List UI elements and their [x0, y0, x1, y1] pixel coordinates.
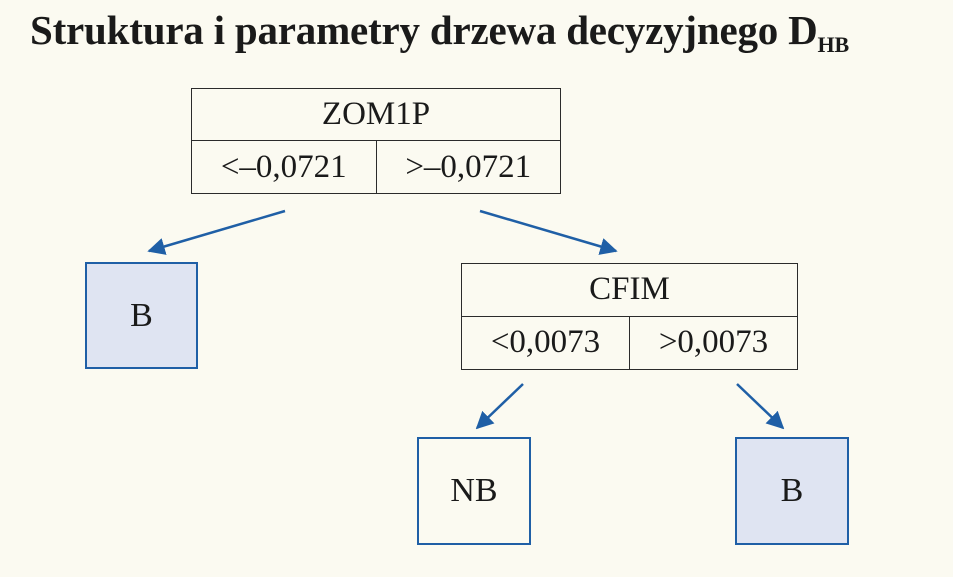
edge-root-to-cfim: [479, 209, 618, 255]
node-cfim-left-condition: <0,0073: [490, 324, 601, 361]
leaf-cfim-right-b: B: [735, 437, 849, 545]
leaf-root-left-label: B: [130, 296, 153, 334]
node-zom1p: ZOM1P <–0,0721 >–0,0721: [191, 88, 561, 194]
leaf-cfim-right-label: B: [780, 472, 804, 509]
node-cfim-label: CFIM: [462, 264, 797, 317]
node-cfim: CFIM <0,0073 >0,0073: [461, 263, 798, 370]
node-zom1p-right-condition: >–0,0721: [375, 141, 561, 193]
edge-cfim-to-nb: [475, 383, 524, 430]
leaf-cfim-left-nb: NB: [417, 437, 531, 545]
diagram-title: Struktura i parametry drzewa decyzyjnego…: [30, 6, 849, 58]
node-cfim-right-condition: >0,0073: [629, 316, 797, 369]
title-subscript: HB: [817, 32, 850, 57]
leaf-root-left-b: B: [85, 262, 198, 369]
edge-cfim-to-b: [736, 383, 785, 430]
node-zom1p-label: ZOM1P: [192, 89, 560, 141]
node-zom1p-left-condition: <–0,0721: [220, 148, 347, 185]
leaf-cfim-left-label: NB: [450, 472, 498, 509]
title-text: Struktura i parametry drzewa decyzyjnego…: [30, 7, 818, 53]
edge-root-to-b: [147, 209, 286, 255]
